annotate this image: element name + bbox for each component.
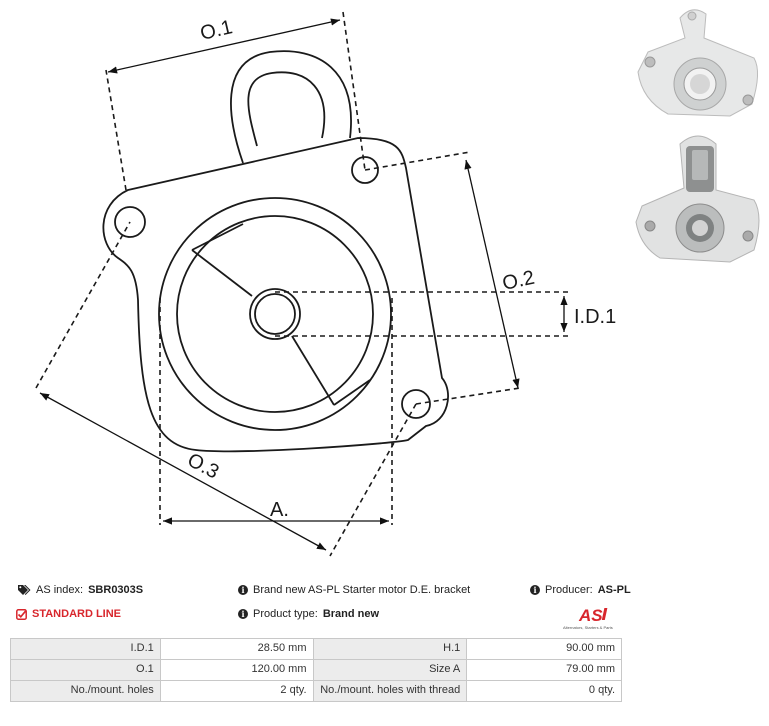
- param-value: 79.00 mm: [466, 659, 622, 681]
- checkbox-icon: [16, 608, 27, 620]
- param-value: 0 qty.: [466, 680, 622, 702]
- product-type-label: Product type:: [253, 608, 318, 620]
- description-text: Brand new AS-PL Starter motor D.E. brack…: [253, 584, 471, 596]
- logo-text: AS: [578, 606, 603, 625]
- param-value: 2 qty.: [159, 680, 314, 702]
- center-bore-inner: [254, 293, 296, 335]
- param-label: No./mount. holes with thread: [312, 680, 468, 702]
- mount-hole-top-right: [351, 156, 379, 184]
- info-icon: i: [238, 585, 248, 595]
- dim-label-a: A.: [270, 499, 289, 521]
- as-index-value: SBR0303S: [88, 584, 144, 596]
- info-icon: i: [238, 609, 248, 619]
- product-type-value: Brand new: [322, 608, 380, 620]
- logo-subtext: Alternators, Starters & Parts: [563, 625, 613, 630]
- param-label: No./mount. holes: [10, 680, 161, 702]
- product-photo-back: [637, 9, 758, 117]
- tags-icon: [18, 584, 31, 595]
- param-label: H.1: [312, 638, 468, 660]
- description: i Brand new AS-PL Starter motor D.E. bra…: [238, 584, 470, 596]
- standard-line: STANDARD LINE: [16, 608, 121, 620]
- producer-value: AS-PL: [597, 584, 631, 596]
- mount-hole-bottom-right: [401, 389, 431, 419]
- param-value: 90.00 mm: [466, 638, 622, 660]
- as-pl-logo: AS Alternators, Starters & Parts: [563, 606, 613, 630]
- dim-label-id1: I.D.1: [574, 306, 616, 328]
- param-value: 28.50 mm: [159, 638, 314, 660]
- product-photos: [635, 9, 760, 263]
- as-index: AS index: SBR0303S: [18, 584, 143, 596]
- as-index-label: AS index:: [36, 584, 84, 596]
- outer-ring: [158, 197, 392, 431]
- param-label: Size A: [312, 659, 468, 681]
- upper-ear-inner: [247, 71, 326, 147]
- producer-label: Producer:: [545, 584, 593, 596]
- param-label: O.1: [10, 659, 161, 681]
- info-row-1: AS index: SBR0303S i Brand new AS-PL Sta…: [0, 584, 769, 604]
- parameters-table: I.D.1 28.50 mm H.1 90.00 mm O.1 120.00 m…: [10, 638, 622, 702]
- table-row: No./mount. holes 2 qty. No./mount. holes…: [10, 680, 622, 702]
- product-type: i Product type: Brand new: [238, 608, 379, 620]
- param-value: 120.00 mm: [159, 659, 314, 681]
- standard-line-label: STANDARD LINE: [32, 608, 122, 620]
- center-bore-outer: [249, 288, 301, 340]
- dim-label-o2: O.2: [500, 267, 536, 295]
- producer: i Producer: AS-PL: [530, 584, 631, 596]
- dim-label-o1: O.1: [198, 16, 234, 45]
- technical-drawing: O.1 O.2 O.3 A. I.D.1: [35, 11, 616, 557]
- table-row: I.D.1 28.50 mm H.1 90.00 mm: [10, 638, 622, 660]
- info-icon: i: [530, 585, 540, 595]
- param-label: I.D.1: [10, 638, 161, 660]
- dim-label-o3: O.3: [184, 449, 223, 484]
- product-photo-front: [635, 135, 760, 263]
- table-row: O.1 120.00 mm Size A 79.00 mm: [10, 659, 622, 681]
- inner-ring: [176, 215, 374, 413]
- info-row-2: STANDARD LINE i Product type: Brand new: [0, 608, 769, 628]
- mount-hole-left: [114, 206, 146, 238]
